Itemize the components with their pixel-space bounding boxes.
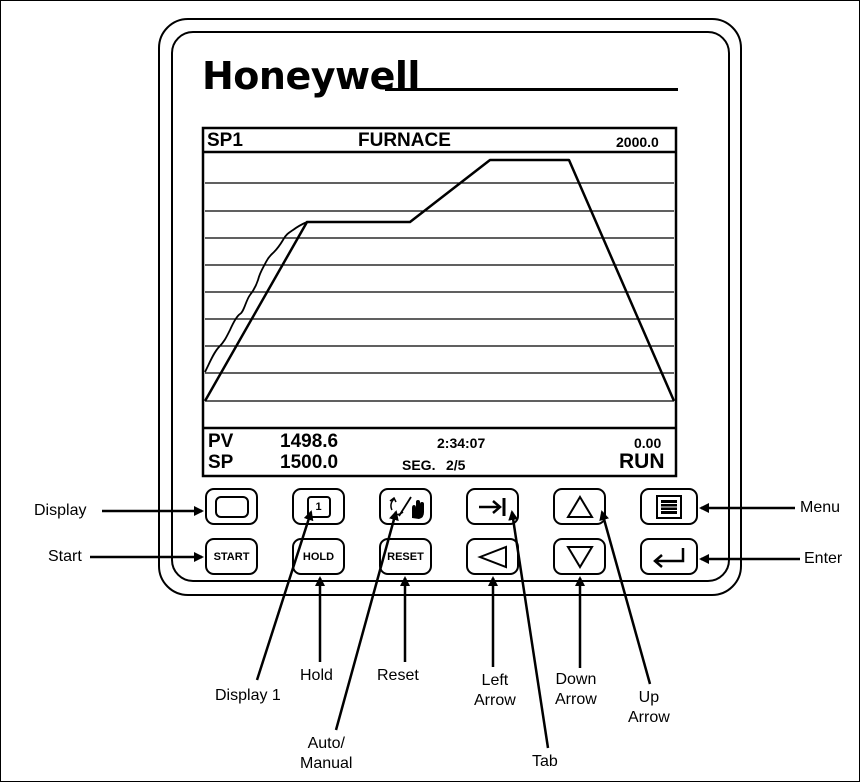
brand-logo: Honeywell [202, 54, 420, 98]
callout-reset: Reset [377, 667, 419, 684]
callout-enter: Enter [804, 550, 843, 567]
range-max-value: 2000.0 [616, 134, 659, 150]
setpoint-profile [203, 158, 676, 402]
display-button[interactable] [205, 488, 258, 525]
menu-icon [656, 494, 682, 519]
controller-bezel [158, 18, 742, 596]
left-arrow-button[interactable] [466, 538, 519, 575]
tab-arrow [508, 510, 550, 749]
callout-start: Start [48, 548, 82, 565]
callout-display-1: Display 1 [215, 687, 281, 704]
callout-hold: Hold [300, 667, 333, 684]
left-triangle-icon [476, 545, 507, 568]
segment-label: SEG. [402, 457, 436, 473]
start-button[interactable]: START [205, 538, 258, 575]
controller-face [171, 31, 730, 582]
down-triangle-icon [565, 545, 594, 569]
hold-button-label: HOLD [302, 550, 335, 563]
setpoint-select-label: SP1 [207, 130, 243, 151]
run-status: RUN [619, 450, 665, 473]
pv-value: 1498.6 [280, 431, 339, 452]
brand-underline [385, 88, 678, 91]
start-button-label: START [213, 550, 250, 563]
sp-label: SP [208, 452, 234, 473]
enter-button[interactable] [640, 538, 698, 575]
callout-menu: Menu [800, 499, 841, 516]
callout-up-arrow: Up Arrow [628, 689, 670, 726]
segment-value: 2/5 [446, 457, 466, 473]
up-arrow-button[interactable] [553, 488, 606, 525]
menu-button[interactable] [640, 488, 698, 525]
callout-display: Display [34, 502, 87, 519]
tab-icon [478, 497, 505, 516]
callout-down-arrow: Down Arrow [555, 671, 597, 708]
enter-icon [653, 547, 685, 568]
pv-label: PV [208, 431, 234, 452]
process-trend [204, 221, 308, 373]
display-1-arrow [255, 510, 314, 681]
elapsed-time: 2:34:07 [437, 435, 486, 451]
down-arrow-button[interactable] [553, 538, 606, 575]
rate-value: 0.00 [634, 435, 662, 451]
callout-left-arrow: Left Arrow [474, 672, 516, 709]
up-triangle-icon [565, 494, 594, 518]
up-arrow-arrow [599, 510, 652, 685]
callout-auto-manual: Auto/ Manual [300, 735, 353, 772]
callout-tab: Tab [532, 753, 558, 770]
display-1-number: 1 [315, 500, 322, 513]
screen-title: FURNACE [358, 130, 451, 151]
auto-manual-arrow [334, 510, 399, 731]
display-1-icon: 1 [306, 495, 331, 518]
sp-value: 1500.0 [280, 452, 339, 473]
tab-button[interactable] [466, 488, 519, 525]
display-1-button[interactable]: 1 [292, 488, 345, 525]
reset-button-label: RESET [387, 550, 424, 563]
display-icon [214, 495, 249, 518]
